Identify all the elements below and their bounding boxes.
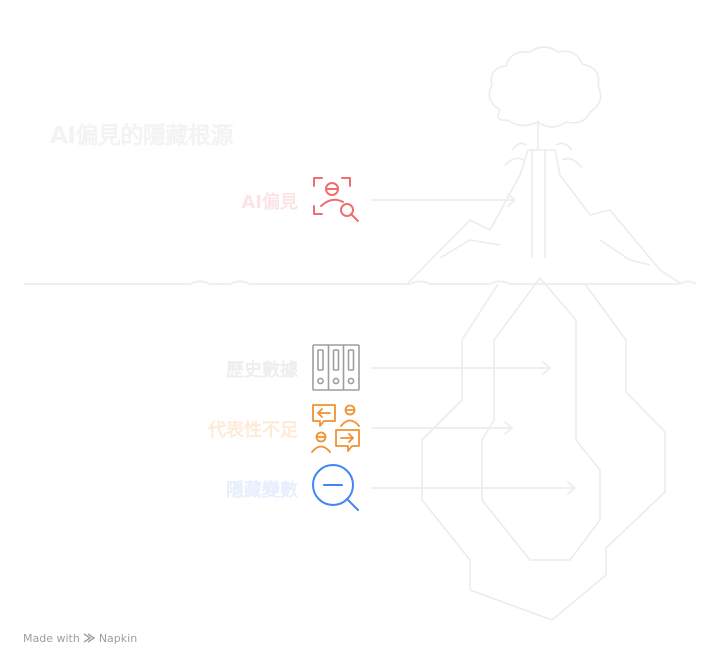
arrow-ai-bias (371, 193, 516, 207)
face-magnifier-icon (313, 177, 359, 222)
label-historical-data: 歷史數據 (226, 360, 298, 381)
arrow-hidden-variables (371, 481, 576, 495)
arrow-historical-data (371, 361, 551, 375)
credit-prefix: Made with (23, 632, 80, 645)
waterline (24, 280, 697, 285)
label-underrepresentation: 代表性不足 (208, 420, 298, 441)
archive-binders-icon (312, 344, 360, 391)
people-exchange-icon (311, 404, 360, 453)
connector-arrows (371, 193, 576, 495)
label-hidden-variables: 隱藏變數 (226, 480, 298, 501)
diagram-title: AI偏見的隱藏根源 (50, 123, 233, 149)
label-ai-bias: AI偏見 (241, 192, 298, 213)
napkin-logo-icon (83, 633, 96, 643)
credit-line: Made with Napkin (23, 632, 137, 645)
arrow-underrepresentation (371, 421, 513, 435)
zoom-out-icon (312, 464, 359, 511)
iceberg-illustration (421, 277, 666, 621)
credit-brand: Napkin (98, 632, 138, 645)
volcano-illustration (407, 46, 681, 284)
